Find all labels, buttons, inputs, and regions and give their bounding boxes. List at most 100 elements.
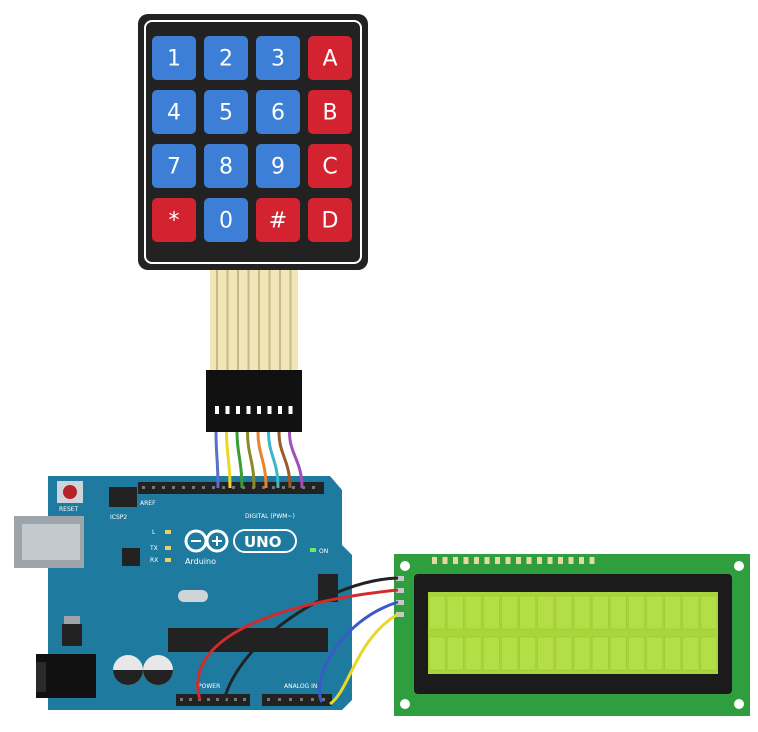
lcd-pin [453, 557, 458, 564]
keypad-wire [256, 431, 268, 489]
header-pin [180, 698, 183, 701]
key-8[interactable]: 8 [204, 144, 248, 188]
key-label: 7 [167, 155, 181, 180]
header-pin [225, 698, 228, 701]
key-cap[interactable] [152, 198, 196, 242]
led-rx-label: RX [150, 557, 158, 564]
header-pin [222, 486, 225, 489]
lcd-cell [628, 636, 645, 671]
dc-power-jack-front [36, 662, 46, 692]
keypad-wire [277, 431, 292, 489]
key-C[interactable]: C [308, 144, 352, 188]
lcd-cell [483, 595, 500, 630]
key-cap[interactable] [308, 144, 352, 188]
key-label: C [322, 155, 337, 180]
key-cap[interactable] [152, 90, 196, 134]
header-pin [312, 486, 315, 489]
lcd-mount-hole-tl [400, 561, 410, 571]
key-4[interactable]: 4 [152, 90, 196, 134]
lcd-wire-vcc [196, 588, 399, 701]
key-cap[interactable] [204, 198, 248, 242]
key-B[interactable]: B [308, 90, 352, 134]
key-cap[interactable] [152, 36, 196, 80]
key-label: 0 [219, 209, 233, 234]
header-pin [182, 486, 185, 489]
key-9[interactable]: 9 [256, 144, 300, 188]
key-A[interactable]: A [308, 36, 352, 80]
lcd-pin [495, 557, 500, 564]
ribbon-trace [216, 270, 218, 370]
ribbon-trace [279, 270, 281, 370]
connector-pin [267, 406, 272, 414]
key-3[interactable]: 3 [256, 36, 300, 80]
key-1[interactable]: 1 [152, 36, 196, 80]
key-cap[interactable] [204, 144, 248, 188]
ribbon-connector [206, 370, 302, 432]
lcd-wire-sda [317, 600, 399, 703]
key-cap[interactable] [256, 144, 300, 188]
aref-label: AREF [140, 500, 156, 507]
key-label: 8 [219, 155, 233, 180]
key-0[interactable]: 0 [204, 198, 248, 242]
key-D[interactable]: D [308, 198, 352, 242]
lcd-module [394, 554, 750, 716]
ribbon-trace [226, 270, 229, 370]
header-pin [300, 698, 303, 701]
key-cap[interactable] [204, 36, 248, 80]
analog-label: ANALOG IN [284, 683, 317, 690]
key-5[interactable]: 5 [204, 90, 248, 134]
reset-label: RESET [59, 506, 79, 513]
analog-header [262, 694, 332, 706]
key-cap[interactable] [308, 90, 352, 134]
digital-label: DIGITAL (PWM~) [245, 513, 295, 520]
reset-button[interactable] [63, 485, 77, 499]
lcd-cell [610, 636, 627, 671]
lcd-header-pins [432, 557, 595, 564]
key-#[interactable]: # [256, 198, 300, 242]
key-*[interactable]: * [152, 198, 196, 242]
lcd-cell [555, 595, 573, 630]
logo-right-circle [205, 529, 229, 553]
lcd-cell [591, 636, 609, 671]
lcd-cell [537, 636, 555, 671]
lcd-cell [537, 595, 555, 630]
lcd-pin [526, 557, 532, 564]
arduino-logo: UNO Arduino [184, 529, 297, 566]
connector-pin [225, 406, 230, 414]
connector-pins [215, 406, 293, 414]
power-label: POWER [198, 683, 220, 690]
key-cap[interactable] [256, 90, 300, 134]
lcd-wires [196, 576, 399, 706]
keypad-inner-border [144, 20, 362, 264]
arduino-uno-board: RESET ICSP2 DIGITAL (PWM~) AREF UNO Ardu… [14, 476, 352, 710]
header-pin [267, 698, 270, 701]
lcd-mount-hole-bl [400, 699, 410, 709]
header-pin [152, 486, 155, 489]
led-tx [165, 546, 171, 550]
key-cap[interactable] [308, 198, 352, 242]
key-cap[interactable] [256, 198, 300, 242]
key-cap[interactable] [308, 36, 352, 80]
led-tx-label: TX [149, 545, 158, 552]
key-cap[interactable] [152, 144, 196, 188]
lcd-mount-hole-tr [734, 561, 744, 571]
key-cap[interactable] [204, 90, 248, 134]
lcd-side-pins [396, 576, 404, 617]
icsp2-header [109, 487, 137, 507]
key-label: D [322, 209, 339, 234]
keypad-wire [246, 431, 256, 489]
lcd-cell [428, 636, 446, 671]
key-7[interactable]: 7 [152, 144, 196, 188]
header-pin [216, 698, 219, 701]
lcd-cell [700, 636, 718, 671]
connector-pin [278, 406, 282, 414]
header-pin [243, 698, 246, 701]
lcd-pin [589, 557, 595, 564]
lcd-cell [465, 636, 482, 671]
key-6[interactable]: 6 [256, 90, 300, 134]
key-cap[interactable] [256, 36, 300, 80]
key-2[interactable]: 2 [204, 36, 248, 80]
header-pin [282, 486, 285, 489]
usb-port-inner [22, 524, 80, 560]
lcd-cell [646, 595, 663, 630]
